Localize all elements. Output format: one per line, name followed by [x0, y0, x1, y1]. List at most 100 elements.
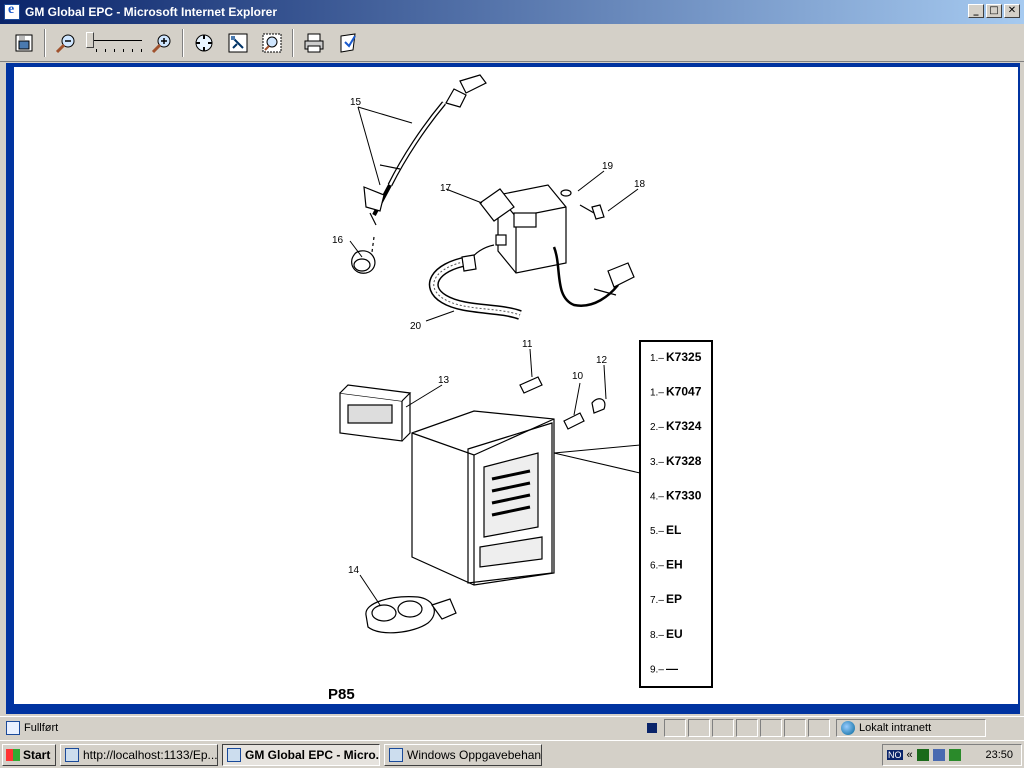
- clock: 23:50: [985, 749, 1013, 761]
- task-label: Windows Oppgavebehan...: [407, 747, 542, 762]
- screw-washer: [560, 189, 605, 220]
- toolbar-separator: [44, 28, 46, 57]
- cable-assembly: [351, 74, 487, 274]
- zoom-region-button[interactable]: [258, 29, 286, 57]
- security-zone[interactable]: Lokalt intranett: [836, 718, 986, 737]
- select-icon: [228, 33, 248, 52]
- zoom-slider-thumb[interactable]: [86, 31, 94, 48]
- window-title: GM Global EPC - Microsoft Internet Explo…: [25, 5, 278, 19]
- zoom-in-button[interactable]: [148, 29, 176, 57]
- browser-window: GM Global EPC - Microsoft Internet Explo…: [0, 0, 1024, 740]
- send-button[interactable]: [334, 29, 362, 57]
- relay-housing: [469, 184, 567, 274]
- progress-indicator: [640, 722, 664, 733]
- ie-icon: [227, 747, 241, 762]
- display-module: [339, 384, 412, 442]
- switch-housing: [365, 596, 457, 634]
- maximize-button[interactable]: □: [986, 4, 1002, 18]
- device-icon[interactable]: [948, 749, 961, 761]
- window-controls: _ □ ✕: [968, 4, 1020, 18]
- windows-logo-icon: [6, 748, 20, 761]
- network-icon[interactable]: [916, 749, 929, 761]
- hose: [428, 254, 522, 320]
- monitor-icon[interactable]: [932, 749, 945, 761]
- callout-label: 14: [348, 565, 360, 576]
- toolbar-separator: [182, 28, 184, 57]
- page-done-icon: [6, 720, 20, 735]
- legend-index: 7.–: [650, 595, 664, 606]
- document-frame: 15 16 17 19 18 20 11 13 10 12 14 P85 1.–…: [6, 63, 1020, 714]
- callout-label: 16: [332, 235, 344, 246]
- legend-index: 2.–: [650, 422, 664, 433]
- title-bar[interactable]: GM Global EPC - Microsoft Internet Explo…: [0, 0, 1024, 24]
- leader-lines: [349, 106, 641, 606]
- legend-code: EL: [666, 523, 681, 537]
- small-clips: [519, 376, 606, 430]
- viewer-toolbar: [0, 24, 1024, 62]
- page-code: P85: [328, 686, 355, 703]
- save-view-button[interactable]: [10, 29, 38, 57]
- legend-index: 1.–: [650, 388, 664, 399]
- zoom-out-button[interactable]: [52, 29, 80, 57]
- taskbar: Start http://localhost:1133/Ep... GM Glo…: [0, 740, 1024, 768]
- start-label: Start: [23, 747, 51, 762]
- callout-label: 10: [572, 371, 584, 382]
- task-manager-icon: [389, 747, 403, 762]
- minimize-button[interactable]: _: [968, 4, 984, 18]
- zoom-region-icon: [262, 33, 282, 52]
- magnifier-minus-icon: [55, 34, 75, 53]
- start-button[interactable]: Start: [2, 743, 56, 766]
- zoom-slider[interactable]: [86, 29, 144, 57]
- legend-code: K7324: [666, 419, 702, 433]
- tray-expand-button[interactable]: «: [906, 749, 913, 761]
- legend-code: K7330: [666, 488, 702, 502]
- legend-code: K7328: [666, 454, 702, 468]
- magnifier-plus-icon: [151, 34, 171, 53]
- legend-index: 4.–: [650, 491, 664, 502]
- exploded-parts-drawing: 15 16 17 19 18 20 11 13 10 12 14 P85 1.–…: [328, 74, 713, 703]
- print-button[interactable]: [300, 29, 328, 57]
- callout-labels: 15 16 17 19 18 20 11 13 10 12 14: [332, 97, 646, 576]
- language-indicator[interactable]: NO: [887, 750, 903, 760]
- callout-label: 20: [410, 321, 422, 332]
- variant-legend: 1.–K73251.–K70472.–K73243.–K73284.–K7330…: [639, 340, 713, 688]
- status-cells: [664, 718, 832, 737]
- ie-icon: [65, 747, 79, 762]
- toolbar-separator: [292, 28, 294, 57]
- legend-index: 3.–: [650, 457, 664, 468]
- status-bar: Fullført Lokalt intranett: [0, 716, 1024, 738]
- status-text: Fullført: [24, 721, 59, 734]
- ie-icon: [4, 2, 20, 20]
- legend-code: K7047: [666, 385, 702, 399]
- legend-code: EP: [666, 592, 682, 606]
- wire-connector: [552, 246, 635, 307]
- legend-code: —: [666, 661, 678, 675]
- select-region-button[interactable]: [224, 29, 252, 57]
- legend-box: [639, 340, 713, 688]
- frame-icon: [15, 34, 33, 51]
- close-button[interactable]: ✕: [1004, 4, 1020, 18]
- callout-label: 19: [602, 161, 614, 172]
- intranet-icon: [841, 720, 855, 735]
- legend-code: EU: [666, 627, 683, 641]
- legend-code: K7325: [666, 350, 702, 364]
- fit-page-button[interactable]: [190, 29, 218, 57]
- callout-label: 18: [634, 179, 646, 190]
- taskbar-item-task-manager[interactable]: Windows Oppgavebehan...: [384, 743, 542, 766]
- callout-label: 12: [596, 355, 608, 366]
- callout-label: 13: [438, 375, 450, 386]
- taskbar-item-localhost[interactable]: http://localhost:1133/Ep...: [60, 743, 218, 766]
- system-tray: NO « 23:50: [882, 744, 1022, 766]
- callout-label: 15: [350, 97, 362, 108]
- legend-code: EH: [666, 558, 683, 572]
- task-label: GM Global EPC - Micro...: [245, 747, 380, 762]
- control-unit: [411, 410, 555, 586]
- parts-diagram[interactable]: 15 16 17 19 18 20 11 13 10 12 14 P85 1.–…: [14, 67, 1018, 704]
- zone-label: Lokalt intranett: [859, 721, 932, 734]
- printer-icon: [304, 33, 324, 52]
- callout-label: 11: [522, 339, 533, 350]
- legend-index: 6.–: [650, 561, 664, 572]
- legend-index: 1.–: [650, 353, 664, 364]
- task-label: http://localhost:1133/Ep...: [83, 747, 218, 762]
- taskbar-item-epc[interactable]: GM Global EPC - Micro...: [222, 743, 380, 766]
